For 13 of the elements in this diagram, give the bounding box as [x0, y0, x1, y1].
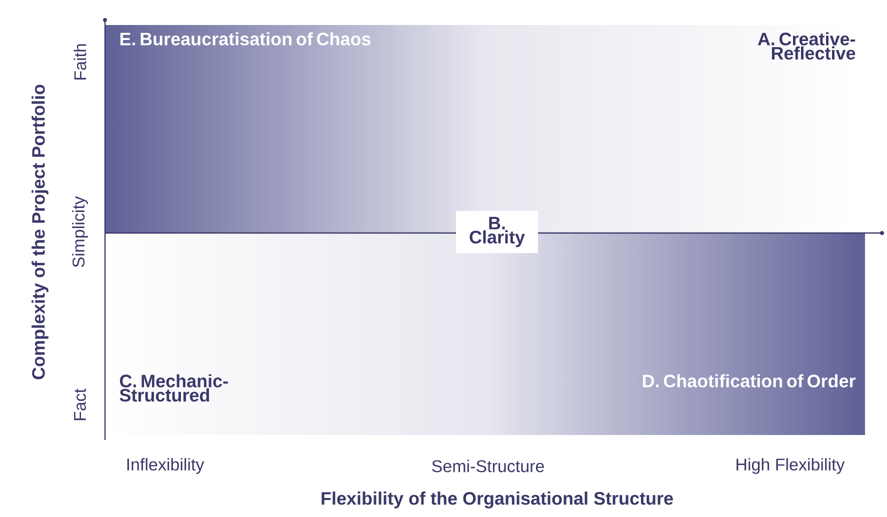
axis-tick-label: Simplicity	[72, 196, 88, 268]
axis-tick-label: Faith	[74, 44, 86, 80]
axis-title: Flexibility of the Organisational Structure	[322, 492, 673, 508]
axis-tick-label: High Flexibility	[736, 458, 845, 474]
axis-tick-label: Fact	[74, 388, 86, 420]
axis-tick-label: Inflexibility	[127, 458, 204, 474]
quadrant-label: A. Creative-Reflective	[758, 32, 856, 60]
quadrant-label: E. Bureaucratisation of Chaos	[120, 32, 370, 46]
quadrant-label: D. Chaotification of Order	[643, 374, 856, 388]
axis-tick-label: Semi-Structure	[432, 460, 544, 472]
quadrant-label: B. Clarity	[456, 210, 538, 254]
quadrant-label: C. Mechanic-Structured	[120, 374, 228, 402]
axis-title: Complexity of the Project Portfolio	[32, 84, 48, 380]
